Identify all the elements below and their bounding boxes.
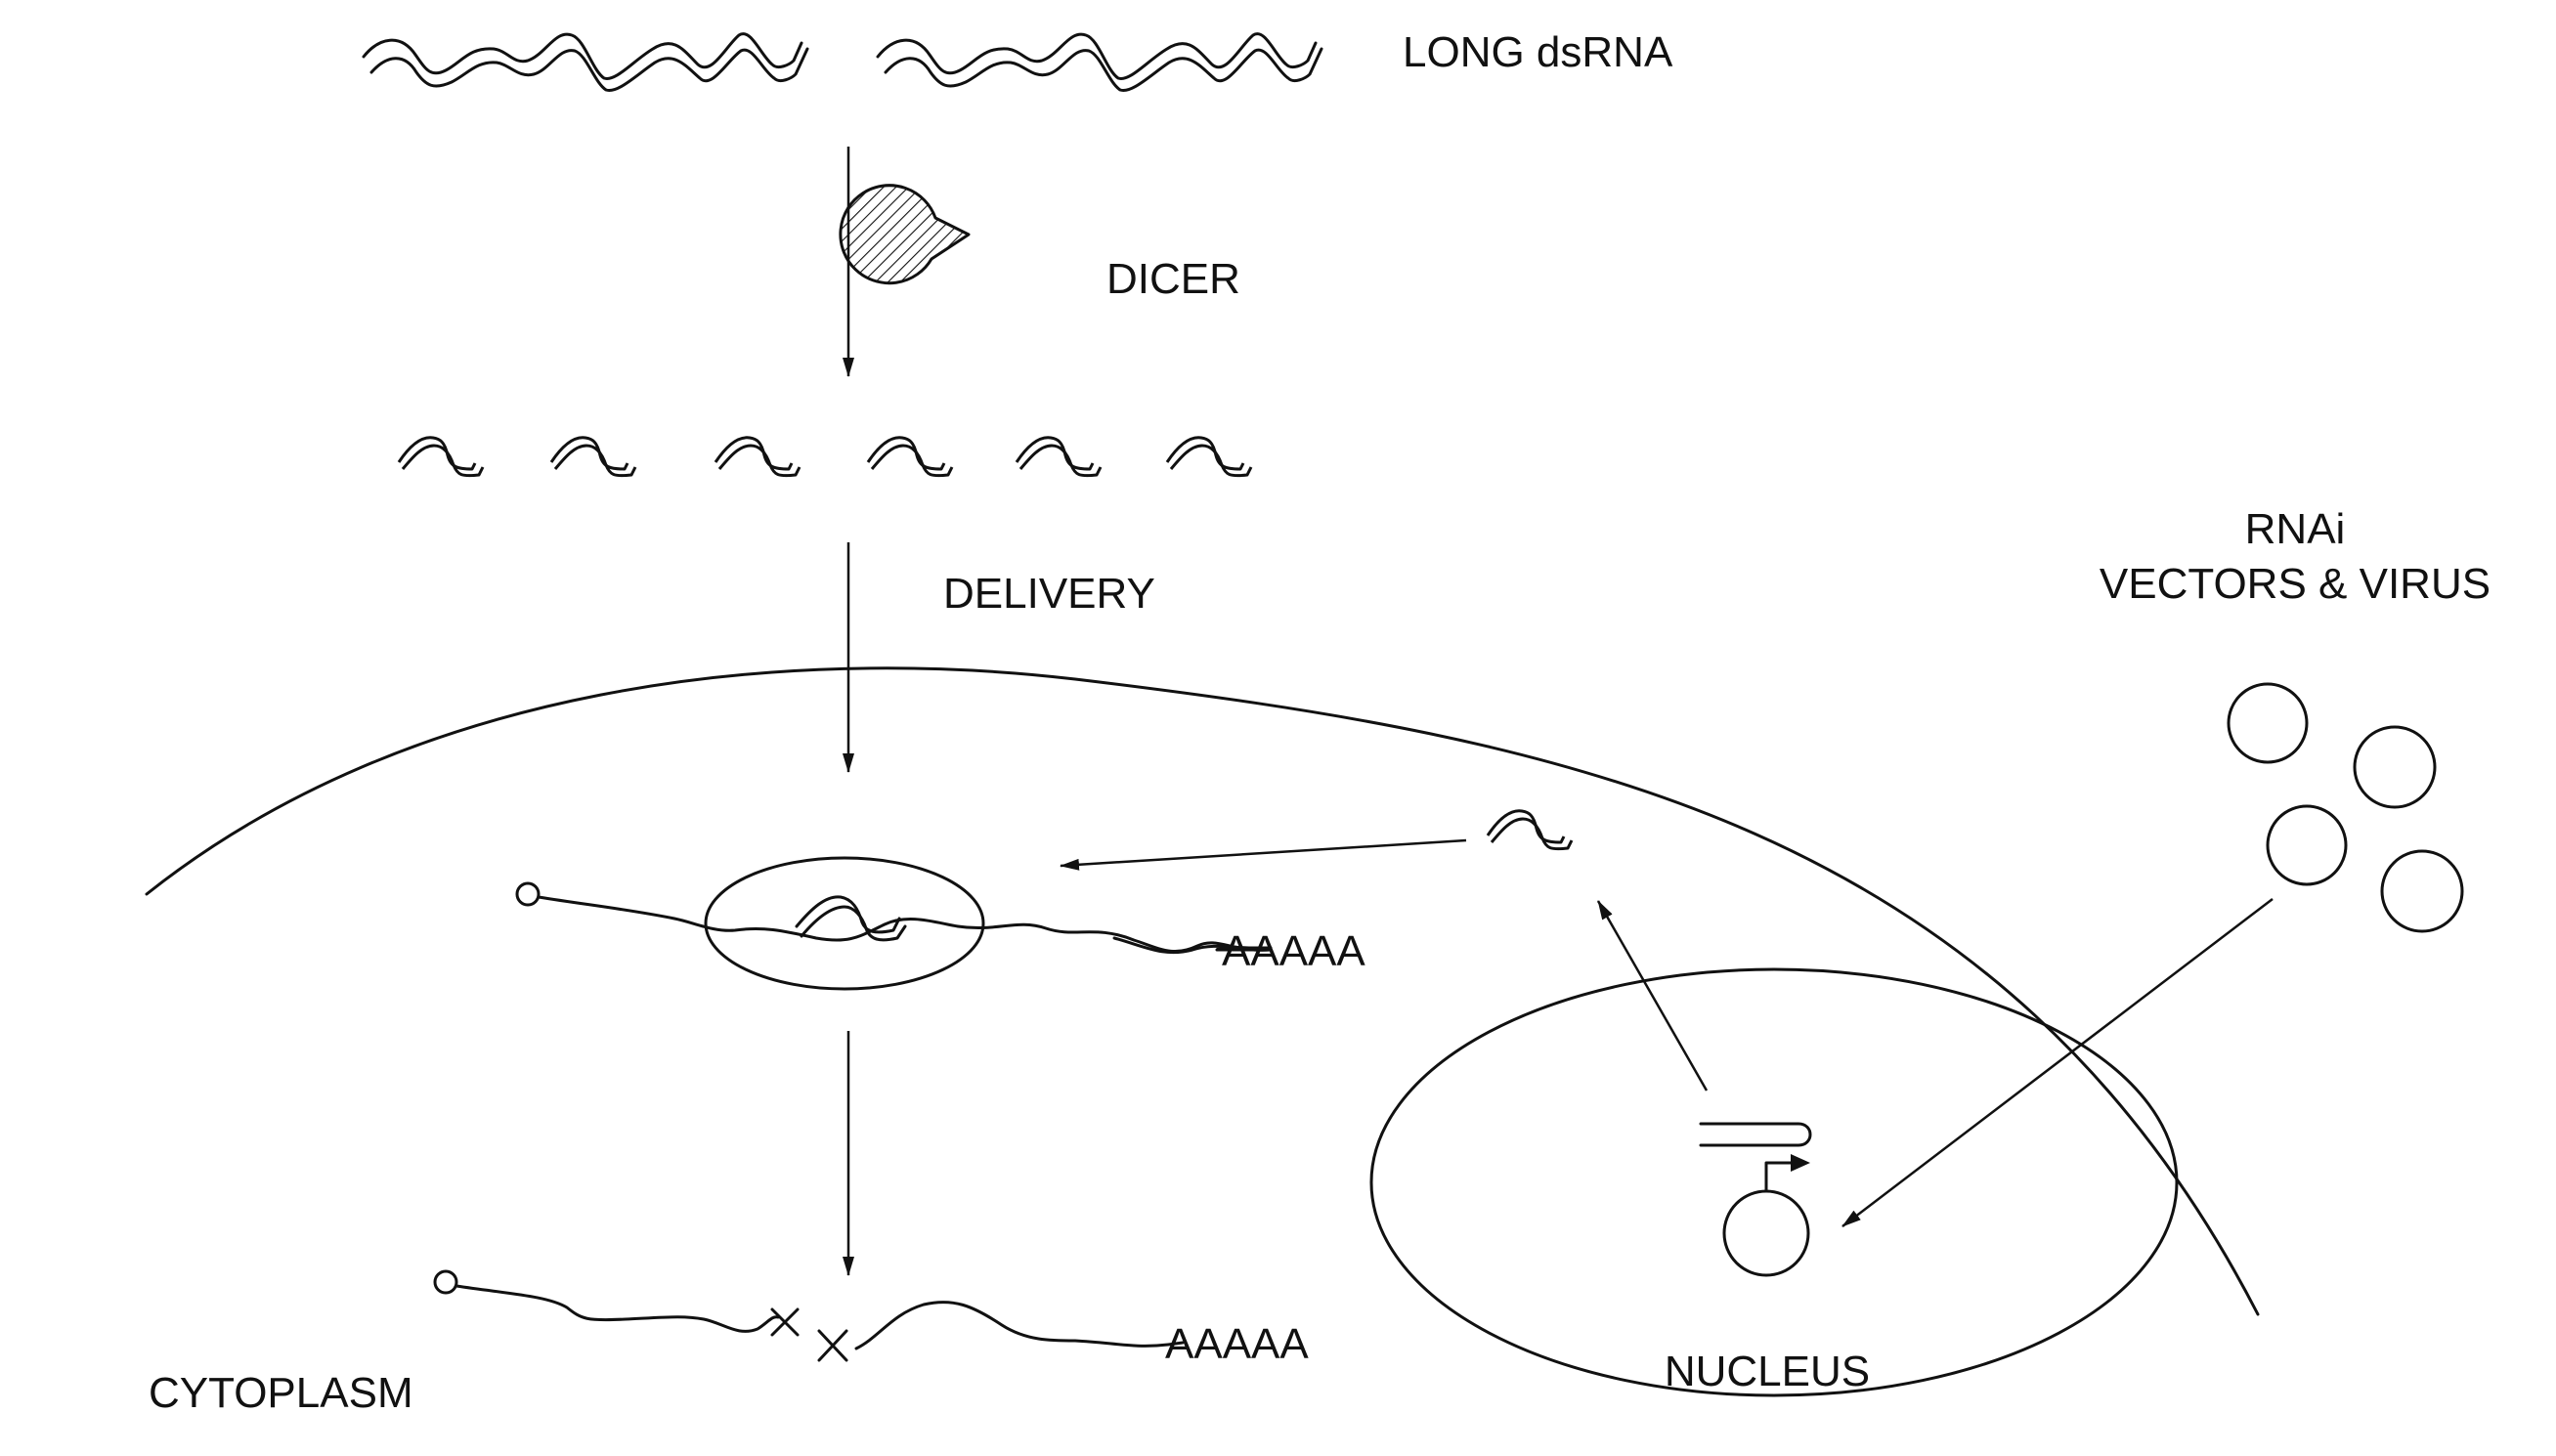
delivery-label: DELIVERY bbox=[943, 570, 1155, 618]
nucleus bbox=[1371, 969, 2177, 1395]
sirna-fragment bbox=[715, 438, 800, 476]
vector-particle bbox=[2268, 806, 2346, 884]
dicer-icon bbox=[841, 186, 969, 283]
sirna-fragment bbox=[399, 438, 483, 476]
vectors-virus-label: VECTORS & VIRUS bbox=[2100, 560, 2491, 608]
dicer-label: DICER bbox=[1106, 255, 1240, 303]
sirna-fragment bbox=[1167, 438, 1251, 476]
cleavage-mark-icon bbox=[819, 1331, 846, 1360]
sirna-fragment bbox=[868, 438, 952, 476]
risc-bound-sirna bbox=[797, 897, 905, 940]
sirna-fragment bbox=[1017, 438, 1101, 476]
vector-particle bbox=[2382, 851, 2462, 931]
cleaved-mrna bbox=[435, 1271, 1183, 1360]
vector-particle bbox=[2229, 684, 2307, 762]
arrow-sirna-to-risc bbox=[1061, 840, 1466, 866]
sirna-fragments bbox=[399, 438, 1251, 476]
promoter-arrowhead bbox=[1791, 1154, 1810, 1172]
rnai-label: RNAi bbox=[2245, 505, 2346, 553]
cleavage-mark-icon bbox=[772, 1309, 798, 1335]
vector-particles bbox=[2229, 684, 2462, 931]
cytoplasm-label: CYTOPLASM bbox=[149, 1369, 413, 1417]
long-dsrna-strand-right bbox=[878, 34, 1321, 91]
long-dsrna-strand-left bbox=[364, 34, 807, 91]
nucleus-label: NUCLEUS bbox=[1665, 1348, 1870, 1395]
arrow-nuclear-export bbox=[1598, 901, 1707, 1091]
cell-membrane bbox=[147, 668, 2258, 1314]
expressed-sirna bbox=[1488, 811, 1572, 849]
target-mrna bbox=[517, 883, 1271, 953]
polya-tail-upper: AAAAA bbox=[1222, 927, 1365, 975]
shrna-hairpin-icon bbox=[1701, 1124, 1810, 1145]
cleaved-mrna-cap bbox=[435, 1271, 456, 1293]
arrow-vector-entry bbox=[1842, 899, 2273, 1226]
long-dsrna-strands bbox=[364, 34, 1321, 91]
vector-particle bbox=[2355, 727, 2435, 807]
long-dsrna-label: LONG dsRNA bbox=[1403, 28, 1673, 76]
mrna-cap bbox=[517, 883, 539, 905]
polya-tail-lower: AAAAA bbox=[1165, 1320, 1309, 1368]
sirna-fragment bbox=[551, 438, 635, 476]
plasmid-icon bbox=[1724, 1191, 1808, 1275]
